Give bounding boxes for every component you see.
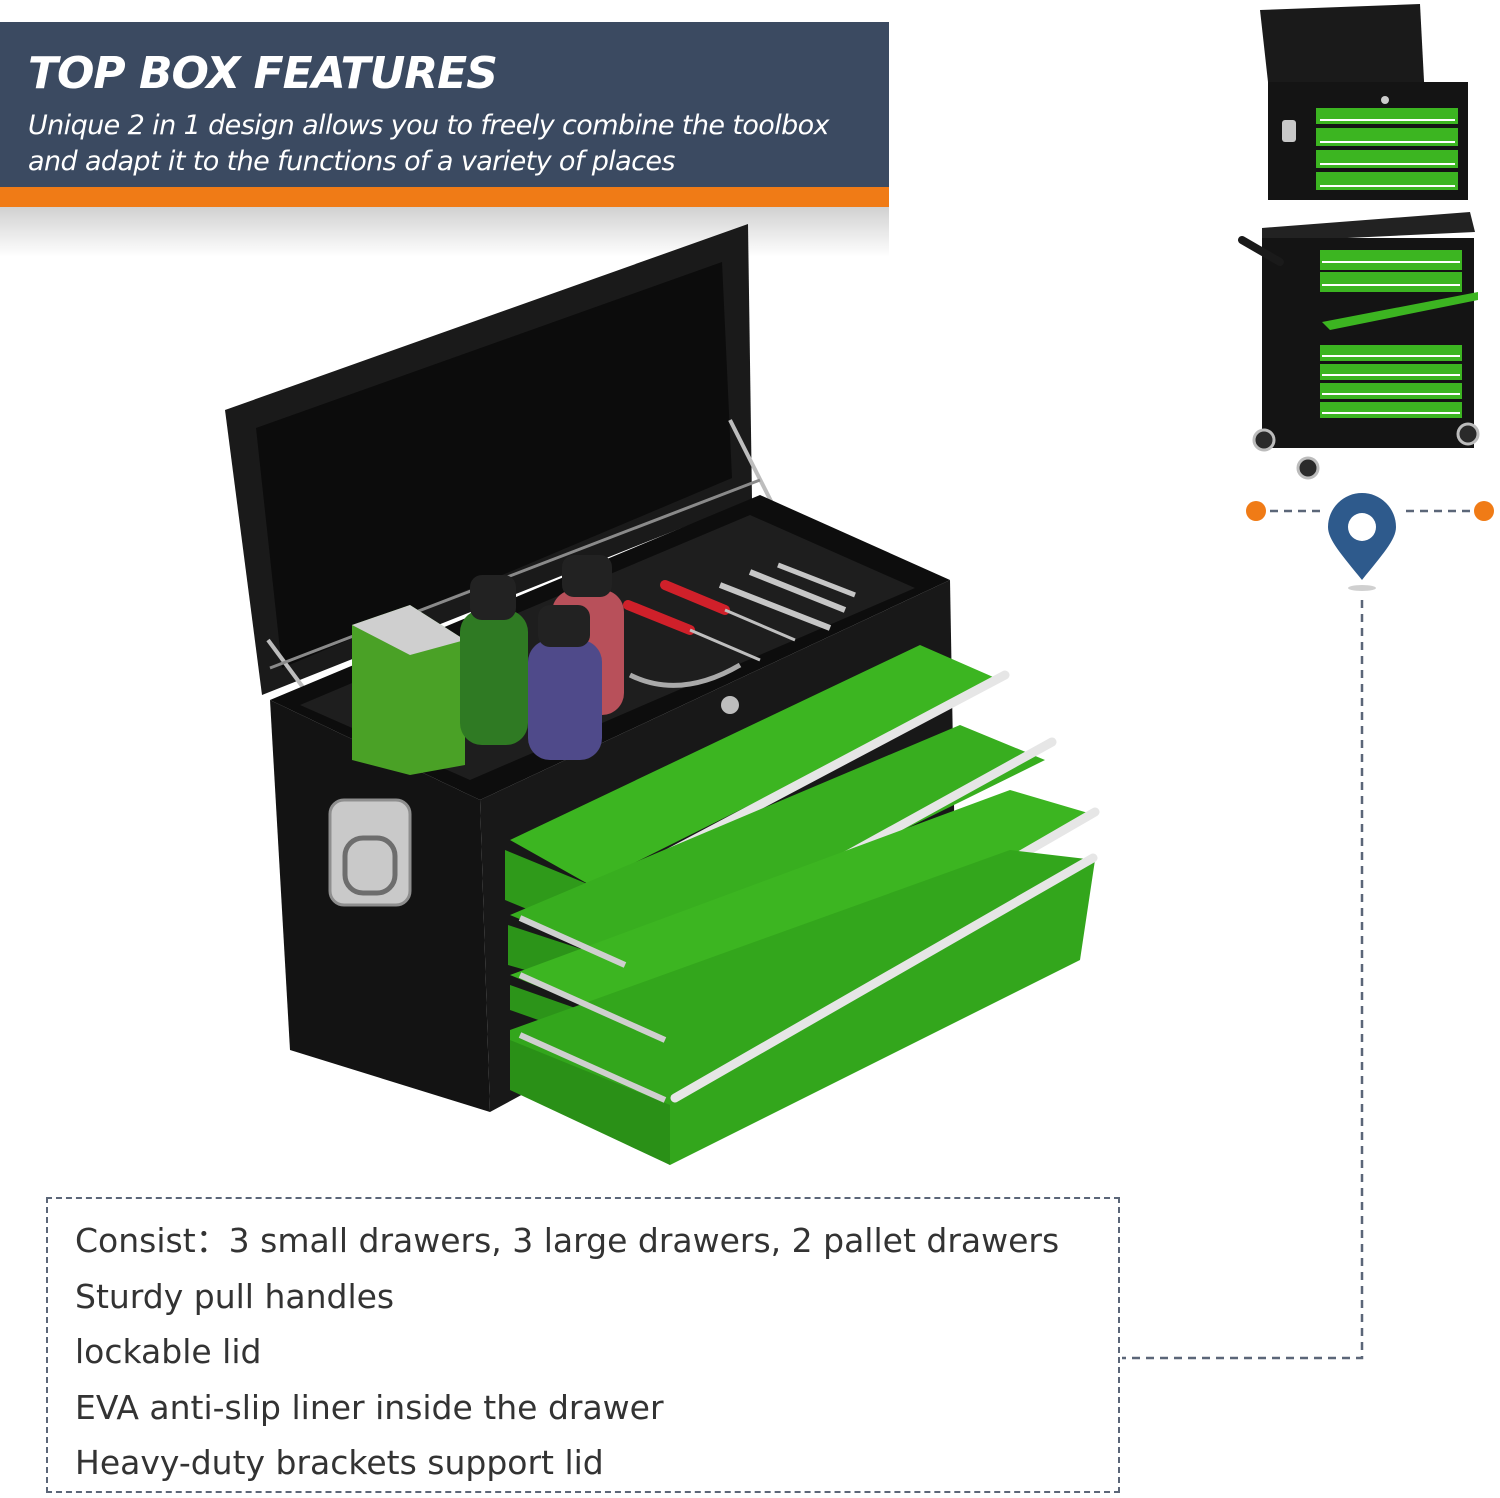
thumb-top-box-handle (1282, 120, 1296, 142)
pliers (628, 662, 742, 688)
thumbnail-top-box (1260, 4, 1468, 200)
oil-can-top (352, 605, 465, 655)
red-screwdriver-2 (660, 580, 730, 615)
thumbnail-rolling-cart (1238, 212, 1480, 480)
banner-subtitle-line-1: Unique 2 in 1 design allows you to freel… (28, 110, 830, 141)
tray-items (352, 555, 856, 775)
feature-item-consist: Consist：3 small drawers, 3 large drawers… (75, 1221, 1060, 1260)
toolbox-lid-inner (256, 262, 732, 668)
banner-title: TOP BOX FEATURES (28, 48, 498, 99)
banner-accent-stripe (0, 187, 889, 207)
right-lid-bracket (728, 419, 780, 516)
drawer-4-handle (670, 853, 1098, 1103)
connector-dashed-path (1122, 600, 1364, 1360)
thumb-top-box-lid (1260, 4, 1425, 100)
connector-dot-right (1474, 501, 1494, 521)
feature-item-brackets: Heavy-duty brackets support lid (75, 1443, 604, 1482)
drawer-slide-rail (518, 1032, 667, 1103)
large-drawer-2 (510, 850, 1095, 1165)
open-drawers (505, 645, 1100, 1165)
feature-item-lockable-lid: lockable lid (75, 1332, 262, 1371)
feature-item-eva-liner: EVA anti-slip liner inside the drawer (75, 1387, 664, 1427)
left-lid-bracket (266, 638, 307, 692)
wrench-1 (718, 582, 832, 631)
thumb-cart-wheel (1252, 428, 1276, 452)
side-carry-handle (328, 798, 412, 907)
small-drawer-1 (510, 645, 1000, 885)
banner-subtitle-line-2: and adapt it to the functions of a varie… (28, 146, 675, 177)
wrench-3 (777, 562, 856, 598)
banner-subtitle: Unique 2 in 1 design allows you to freel… (28, 108, 878, 180)
connector-dot-left (1246, 501, 1266, 521)
wrench-2 (748, 569, 847, 613)
blue-spray-can (528, 640, 602, 760)
red-spray-cap (562, 555, 612, 597)
side-handle-grip (342, 835, 398, 896)
green-spray-can (460, 610, 528, 745)
thumb-cart-push-handle (1238, 236, 1284, 266)
header-banner (0, 22, 889, 187)
feature-item-handles: Sturdy pull handles (75, 1276, 395, 1316)
small-drawer-2 (510, 725, 1045, 965)
thumb-cart-pallet-drawer (1322, 292, 1478, 330)
green-spray-cap (470, 575, 516, 620)
blue-spray-cap (538, 605, 590, 647)
red-screwdriver-1 (623, 600, 695, 635)
lid-lock-keyhole (721, 696, 739, 714)
features-box: Consist：3 small drawers, 3 large drawers… (46, 1197, 1120, 1493)
connector-graphic (1122, 493, 1494, 1360)
main-toolbox-image (225, 224, 1100, 1165)
lid-hinge-bar (269, 478, 761, 670)
